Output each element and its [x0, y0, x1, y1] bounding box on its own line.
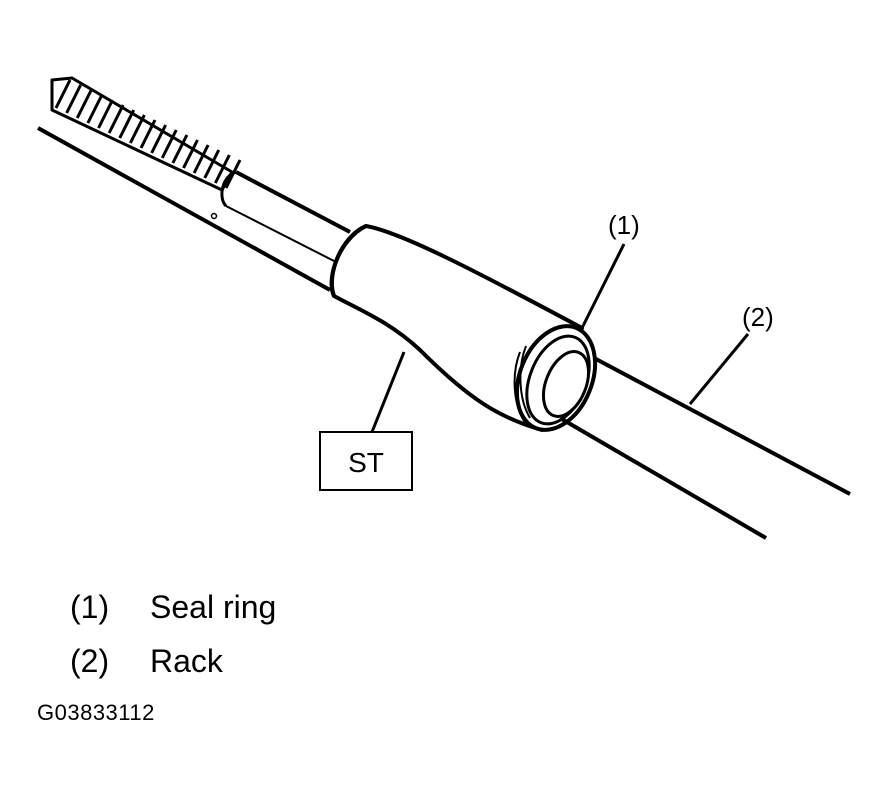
rack-tooth [171, 134, 189, 164]
rack-tooth [150, 124, 167, 154]
rack-tooth [203, 149, 221, 179]
rack-shaft-right [558, 356, 851, 540]
callout-2-leader [688, 333, 750, 405]
rack-shaft [210, 170, 351, 282]
legend-text: Seal ring [150, 589, 277, 625]
legend-text: Rack [150, 643, 223, 679]
rack-tooth [118, 109, 136, 139]
rack-tooth [129, 114, 146, 144]
callout-2-label: (2) [742, 302, 774, 332]
callout-1-label: (1) [608, 210, 640, 240]
st-box: ST [319, 431, 413, 491]
rack-tooth [86, 94, 104, 124]
legend-number: (2) [70, 643, 110, 679]
seal-ring [513, 324, 598, 432]
legend-item: (2) Rack [70, 634, 276, 688]
legend-item: (1) Seal ring [70, 580, 276, 634]
rack-tooth [214, 154, 231, 184]
rack-tooth [75, 89, 93, 119]
st-leader [370, 351, 406, 433]
rack-lower-edge [37, 126, 331, 292]
figure-id: G03833112 [37, 700, 155, 725]
rack-tooth [160, 129, 178, 159]
rack-teeth [50, 76, 242, 192]
rack-tooth [182, 139, 199, 169]
rack-seal-diagram: (1) (2) ST [37, 76, 851, 540]
callout-leaders [370, 243, 750, 433]
rack-tooth [65, 84, 82, 114]
rack-tooth [107, 104, 125, 134]
rack-tooth [139, 119, 157, 149]
callout-1-leader [580, 243, 626, 329]
rack-tooth [192, 144, 210, 174]
st-label: ST [348, 447, 384, 478]
legend-number: (1) [70, 589, 110, 625]
legend: (1) Seal ring (2) Rack [70, 580, 276, 688]
rack-tooth [54, 79, 72, 109]
rack-tooth [97, 99, 114, 129]
